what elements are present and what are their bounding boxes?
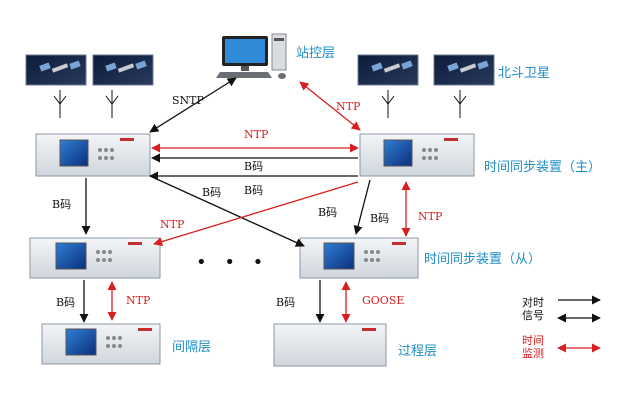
master-device-label: 时间同步装置（主）: [484, 160, 602, 175]
satellite-image-1: [25, 54, 87, 86]
sntp-label: SNTP: [172, 94, 204, 107]
station-control-label: 站控层: [296, 46, 336, 61]
ntp-label-bay: NTP: [126, 294, 151, 307]
b-code-label-bay: B码: [56, 296, 76, 309]
ntp-label-top: NTP: [336, 100, 361, 113]
b-code-label-right: B码: [370, 212, 390, 225]
antenna-icons: [53, 90, 467, 118]
slave-time-sync-device: [299, 237, 419, 279]
master-time-sync-device: [359, 133, 475, 177]
legend-time-monitor: 时间 监测: [522, 334, 544, 360]
process-layer-label: 过程层: [398, 344, 438, 359]
process-layer-device: [273, 323, 387, 367]
bay-device-top-left: [35, 133, 151, 177]
legend-time-monitor-line1: 时间: [522, 334, 544, 347]
computer-icon: [216, 33, 287, 79]
b-code-label-center: B码: [244, 184, 264, 197]
ellipsis-dots: • • •: [196, 252, 270, 273]
legend-time-signal: 对时 信号: [522, 296, 544, 322]
legend-time-signal-line2: 信号: [522, 309, 544, 322]
satellite-image-2: [92, 54, 154, 86]
satellite-image-3: [357, 54, 419, 86]
bay-layer-device: [41, 323, 161, 365]
ntp-label-diagonal: NTP: [160, 218, 185, 231]
legend-time-signal-line1: 对时: [522, 296, 544, 309]
b-code-label-mid: B码: [244, 160, 264, 173]
goose-label: GOOSE: [362, 294, 405, 307]
b-code-label-left-down: B码: [52, 198, 72, 211]
red-arrows: [107, 81, 601, 353]
ntp-label-master-slave: NTP: [418, 210, 443, 223]
black-arrows: [79, 77, 601, 323]
legend-time-monitor-line2: 监测: [522, 347, 544, 360]
b-code-label-process: B码: [276, 296, 296, 309]
ntp-label-mid: NTP: [244, 128, 269, 141]
satellite-image-4: [433, 54, 495, 86]
bay-device-middle-left: [29, 237, 161, 279]
b-code-label-upper-left: B码: [202, 186, 222, 199]
bay-layer-label: 间隔层: [172, 340, 212, 355]
slave-device-label: 时间同步装置（从）: [424, 252, 542, 267]
beidou-satellite-label: 北斗卫星: [498, 66, 551, 81]
b-code-label-center2: B码: [318, 206, 338, 219]
